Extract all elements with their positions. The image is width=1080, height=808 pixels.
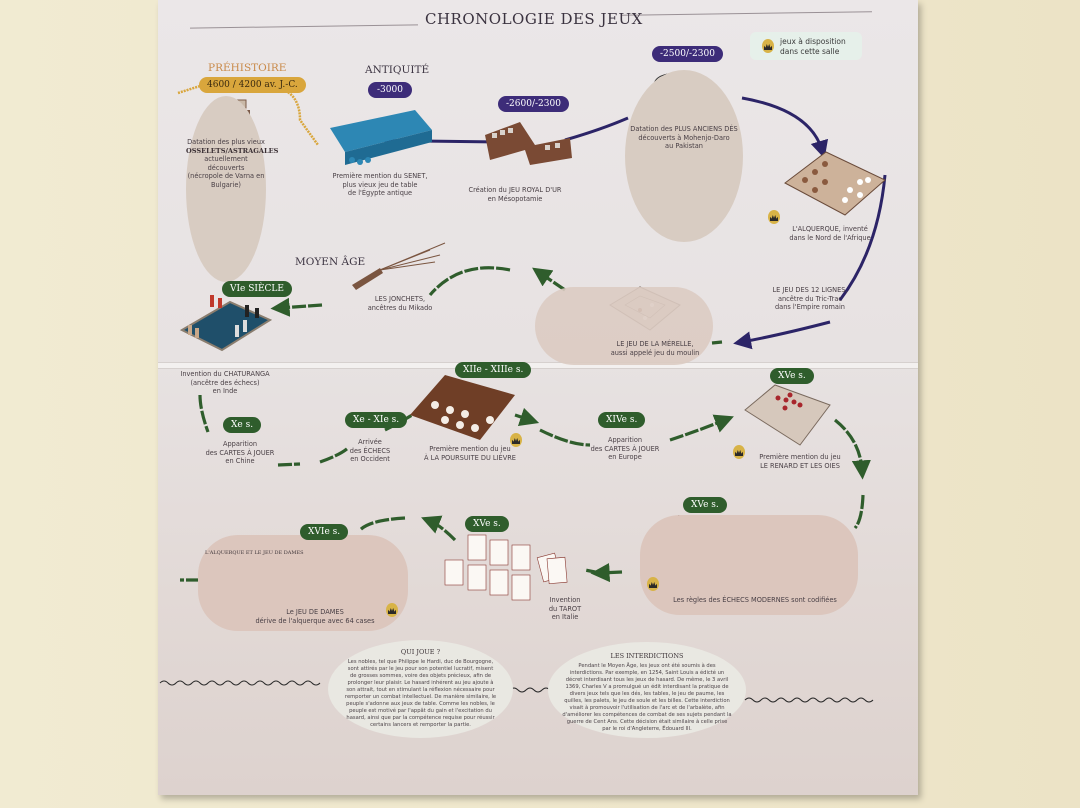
date-badge-chess-west: Xe - XIe s. [345, 412, 408, 428]
chaturanga-board-illustration [179, 295, 273, 352]
date-badge-cards-europe: XIVe s. [598, 412, 646, 428]
date-badge-fox-geese: XVe s. [770, 368, 814, 384]
date-badge-modern-chess: XVe s. [683, 497, 727, 513]
modern-chess-oval [640, 515, 858, 615]
prohibitions-box: LES INTERDICTIONS Pendant le Moyen Âge, … [548, 642, 746, 738]
date-badge-hare: XIIe - XIIIe s. [455, 362, 532, 378]
date-badge-tarot: XVe s. [465, 516, 509, 532]
dice-oval [625, 70, 743, 242]
crown-icon [768, 210, 780, 224]
prohibitions-title: LES INTERDICTIONS [610, 652, 684, 660]
era-prehistory: PRÉHISTOIRE [208, 62, 287, 74]
date-badge-chaturanga: VIe SIÈCLE [222, 281, 292, 297]
date-badge-senet: -3000 [368, 82, 412, 98]
page-title: CHRONOLOGIE DES JEUX [425, 10, 643, 28]
senet-board-illustration [330, 110, 432, 165]
merelle-oval [535, 287, 713, 365]
caption-jonchets: LES JONCHETS,ancêtres du Mikado [367, 295, 433, 312]
era-antiquity: ANTIQUITÉ [365, 64, 430, 76]
caption-merelle: LE JEU DE LA MÉRELLE,aussi appelé jeu du… [610, 340, 700, 357]
date-badge-royal-ur: -2600/-2300 [498, 96, 569, 112]
crown-icon [647, 577, 659, 591]
who-plays-box: QUI JOUE ? Les nobles, tel que Philippe … [328, 640, 513, 738]
royal-ur-board-illustration [485, 122, 572, 165]
hare-hunt-board-illustration [410, 375, 515, 440]
wavy-lines [159, 680, 874, 703]
alquerque-board-illustration [784, 151, 886, 216]
jonchets-illustration [352, 242, 446, 290]
who-plays-text: Les nobles, tel que Philippe le Hardi, d… [344, 659, 497, 729]
caption-chaturanga: Invention du CHATURANGA(ancêtre des éche… [180, 370, 270, 396]
caption-12-lignes: LE JEU DES 12 LIGNES,ancêtre du Tric-Tra… [772, 286, 848, 312]
crown-icon [386, 603, 398, 617]
fox-and-geese-board-illustration [744, 384, 831, 446]
panel-seam [158, 362, 918, 369]
crown-icon [510, 433, 522, 447]
date-badge-prehistory: 4600 / 4200 av. J.-C. [199, 77, 306, 93]
date-badge-dice: -2500/-2300 [652, 46, 723, 62]
checkers-oval [198, 535, 408, 631]
era-middle-ages: MOYEN ÂGE [295, 256, 366, 268]
checkers-heading: L'ALQUERQUE ET LE JEU DE DAMES [205, 550, 304, 556]
legend: jeux à disposition dans cette salle [750, 32, 862, 60]
crown-icon [733, 445, 745, 459]
date-badge-checkers: XVIe s. [300, 524, 349, 540]
caption-modern-chess: Les règles des ÉCHECS MODERNES sont codi… [673, 596, 837, 604]
tarot-cards-illustration [444, 534, 568, 601]
date-badge-cards-china: Xe s. [223, 417, 262, 433]
legend-line-2: dans cette salle [780, 46, 840, 56]
prehistory-oval [186, 96, 266, 282]
prohibitions-text: Pendant le Moyen Âge, les jeux ont été s… [562, 663, 732, 733]
crown-icon [762, 39, 774, 53]
who-plays-title: QUI JOUE ? [400, 648, 441, 656]
caption-senet: Première mention du SENET,plus vieux jeu… [332, 172, 428, 198]
legend-line-1: jeux à disposition [780, 37, 846, 46]
